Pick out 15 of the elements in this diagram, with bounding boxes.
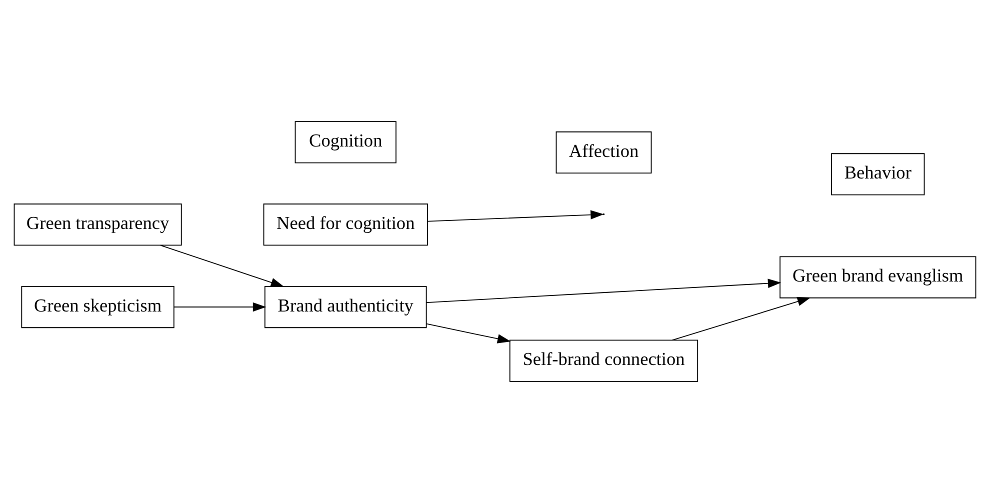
arrow	[426, 278, 782, 302]
node-box: Need for cognition	[263, 203, 428, 246]
node-box: Green brand evanglism	[780, 256, 976, 298]
node-box: Brand authenticity	[264, 285, 427, 328]
node-box: Self-brand connection	[509, 339, 698, 382]
arrow	[160, 244, 284, 286]
arrow	[672, 296, 811, 340]
arrow	[173, 302, 266, 312]
arrow	[427, 210, 604, 222]
node-box: Affection	[556, 130, 652, 174]
node-box: Green skepticism	[21, 285, 174, 328]
node-box: Green transparency	[14, 203, 182, 246]
node-box: Cognition	[294, 120, 396, 163]
node-box: Behavior	[831, 152, 925, 195]
arrow	[426, 322, 511, 343]
